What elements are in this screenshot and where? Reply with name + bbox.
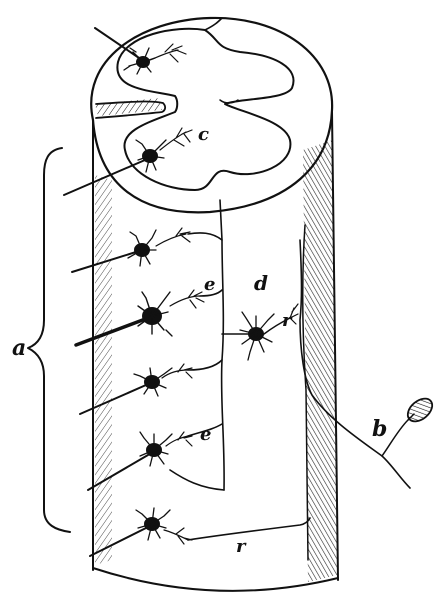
dorsal-septum	[205, 18, 222, 30]
collateral-axon-main	[220, 200, 224, 490]
label-b: b	[372, 416, 387, 442]
label-e-lower: e	[200, 424, 211, 445]
spinal-ganglion	[403, 394, 436, 426]
label-r-bottom: r	[236, 536, 247, 557]
neuron-column-5	[90, 508, 310, 556]
neuron-ventral-horn	[64, 128, 192, 195]
label-d: d	[254, 271, 268, 295]
label-a: a	[12, 335, 26, 361]
label-e-upper: e	[204, 274, 215, 295]
neuron-column-1	[72, 228, 222, 272]
left-shading	[95, 175, 112, 565]
label-r-right: r	[282, 310, 293, 331]
cylinder-bottom-edge	[93, 568, 338, 591]
label-c: c	[198, 124, 209, 145]
cross-section	[91, 18, 332, 212]
brace-a	[28, 148, 70, 532]
